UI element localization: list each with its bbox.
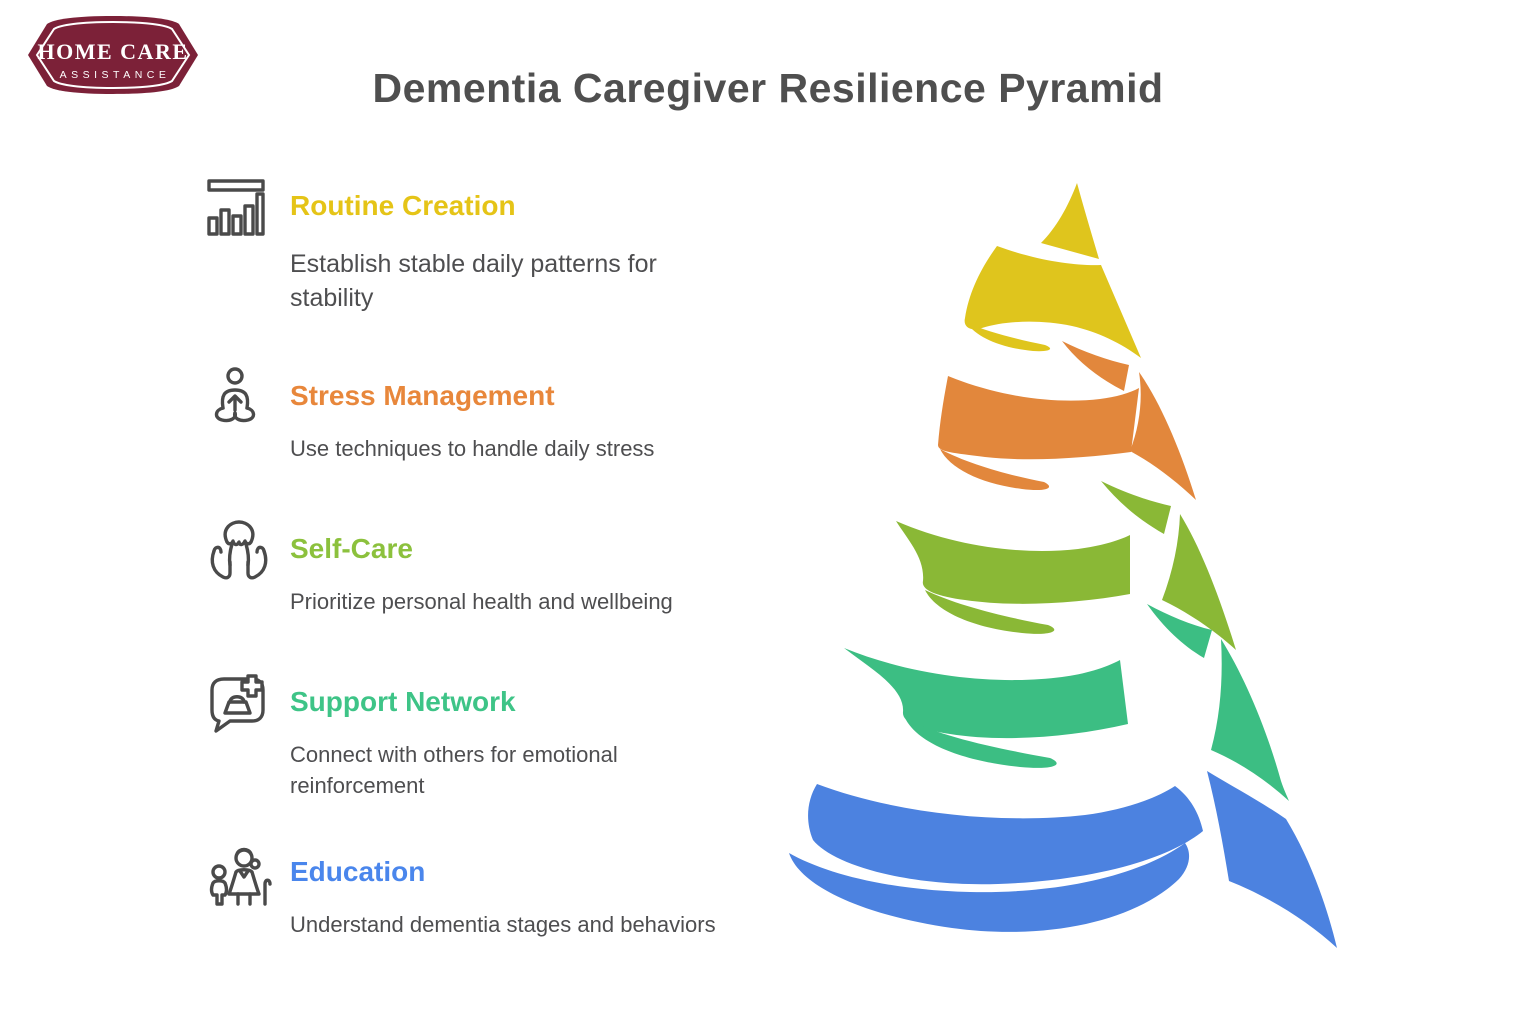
pyramid-level-3-sliver <box>1101 481 1171 534</box>
list-item-stress-management: Stress Management Use techniques to hand… <box>206 367 810 465</box>
pyramid-level-2-band <box>938 376 1139 460</box>
family-caregiver-icon <box>206 842 272 908</box>
item-description: Connect with others for emotional reinfo… <box>290 742 618 798</box>
list-item-routine-creation: Routine Creation Establish stable daily … <box>206 179 720 316</box>
pyramid-level-5-base <box>789 843 1190 932</box>
pyramid-level-4-tail <box>1211 639 1289 801</box>
pyramid-level-5-tail <box>1207 771 1337 948</box>
item-title: Stress Management <box>290 380 555 411</box>
bar-chart-icon <box>206 176 270 242</box>
logo-line2: ASSISTANCE <box>60 69 171 81</box>
pyramid-level-1-tip <box>1041 183 1099 259</box>
pyramid-level-4-sliver <box>1147 604 1212 658</box>
item-description: Understand dementia stages and behaviors <box>290 912 716 938</box>
support-chat-icon <box>206 672 270 738</box>
care-hands-icon <box>206 519 270 585</box>
item-title: Education <box>290 856 426 887</box>
list-item-self-care: Self-Care Prioritize personal health and… <box>206 520 810 618</box>
pyramid-level-4-band <box>844 648 1128 739</box>
pyramid-level-4-cap <box>905 718 1057 768</box>
item-title: Routine Creation <box>290 190 516 221</box>
page-title: Dementia Caregiver Resilience Pyramid <box>372 65 1164 112</box>
pyramid-level-3-band <box>896 521 1130 604</box>
list-item-education: Education Understand dementia stages and… <box>206 847 810 941</box>
pyramid-level-1-cap <box>967 323 1051 352</box>
pyramid-level-1-band <box>964 246 1141 358</box>
pyramid-level-3-cap <box>925 590 1055 634</box>
pyramid-level-3-tail <box>1162 514 1236 650</box>
list-item-support-network: Support Network Connect with others for … <box>206 674 660 801</box>
item-title: Support Network <box>290 686 516 717</box>
item-description: Prioritize personal health and wellbeing <box>290 589 673 615</box>
logo-badge <box>28 16 198 94</box>
item-description: Establish stable daily patterns for stab… <box>290 250 657 312</box>
home-care-assistance-logo: HOME CARE ASSISTANCE <box>28 16 198 94</box>
item-description: Use techniques to handle daily stress <box>290 436 655 462</box>
pyramid-level-2-sliver <box>1062 341 1129 391</box>
pyramid-level-2-cap <box>940 449 1050 491</box>
pyramid-level-5-band <box>808 784 1203 885</box>
pyramid-level-2-tail <box>1130 372 1196 500</box>
logo-line1: HOME CARE <box>38 39 189 64</box>
meditation-icon <box>206 366 270 432</box>
logo-inner-border <box>35 20 191 90</box>
item-title: Self-Care <box>290 533 413 564</box>
